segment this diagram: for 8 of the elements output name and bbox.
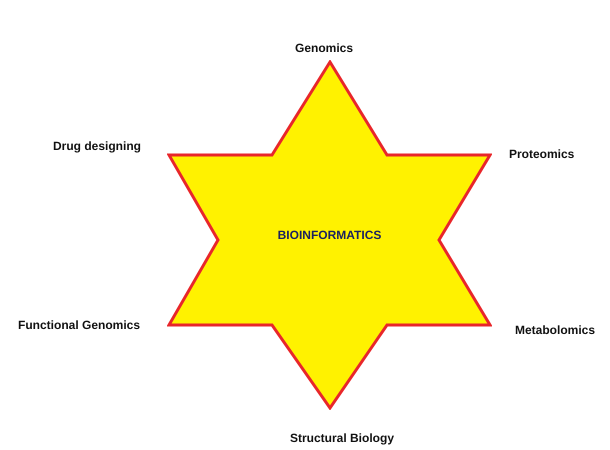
field-label: Genomics xyxy=(295,41,354,55)
field-label: Structural Biology xyxy=(290,431,394,445)
field-label: Functional Genomics xyxy=(18,318,140,332)
field-label: Proteomics xyxy=(509,147,574,161)
star-shape xyxy=(167,60,492,410)
center-title: BIOINFORMATICS xyxy=(278,228,382,242)
field-label: Metabolomics xyxy=(515,323,596,337)
field-label: Drug designing xyxy=(53,139,141,153)
